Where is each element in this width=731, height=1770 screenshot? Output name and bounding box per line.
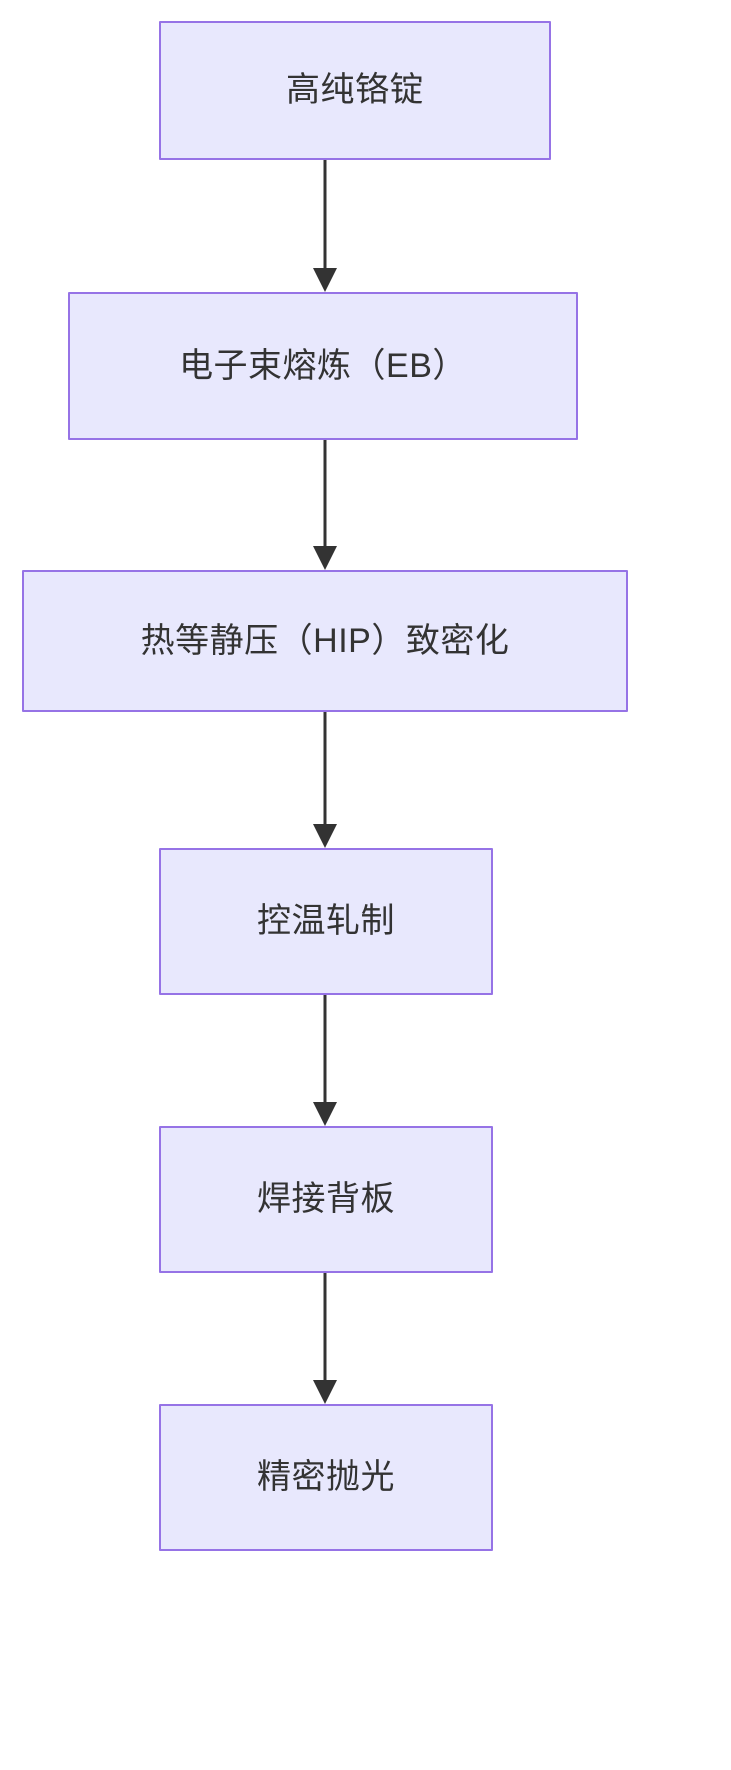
flow-node-temperature-controlled-rolling[interactable]: 控温轧制 bbox=[159, 848, 493, 995]
edge-node3-to-node4 bbox=[313, 712, 337, 848]
flow-node-label: 精密抛光 bbox=[257, 1458, 395, 1497]
flow-node-label: 控温轧制 bbox=[257, 902, 395, 941]
flow-node-label: 电子束熔炼（EB） bbox=[179, 346, 467, 385]
edge-node4-to-node5 bbox=[313, 995, 337, 1126]
flow-node-label: 热等静压（HIP）致密化 bbox=[140, 621, 510, 660]
flow-node-high-purity-chromium-ingot[interactable]: 高纯铬锭 bbox=[159, 21, 551, 160]
edge-node2-to-node3 bbox=[313, 440, 337, 570]
flow-node-electron-beam-melting[interactable]: 电子束熔炼（EB） bbox=[68, 292, 578, 440]
edge-node1-to-node2 bbox=[313, 160, 337, 292]
edge-node5-to-node6 bbox=[313, 1273, 337, 1404]
flow-node-label: 焊接背板 bbox=[257, 1180, 395, 1219]
flow-node-label: 高纯铬锭 bbox=[286, 71, 424, 110]
flow-node-backing-plate-welding[interactable]: 焊接背板 bbox=[159, 1126, 493, 1273]
flow-node-hot-isostatic-pressing[interactable]: 热等静压（HIP）致密化 bbox=[22, 570, 628, 712]
flow-node-precision-polishing[interactable]: 精密抛光 bbox=[159, 1404, 493, 1551]
